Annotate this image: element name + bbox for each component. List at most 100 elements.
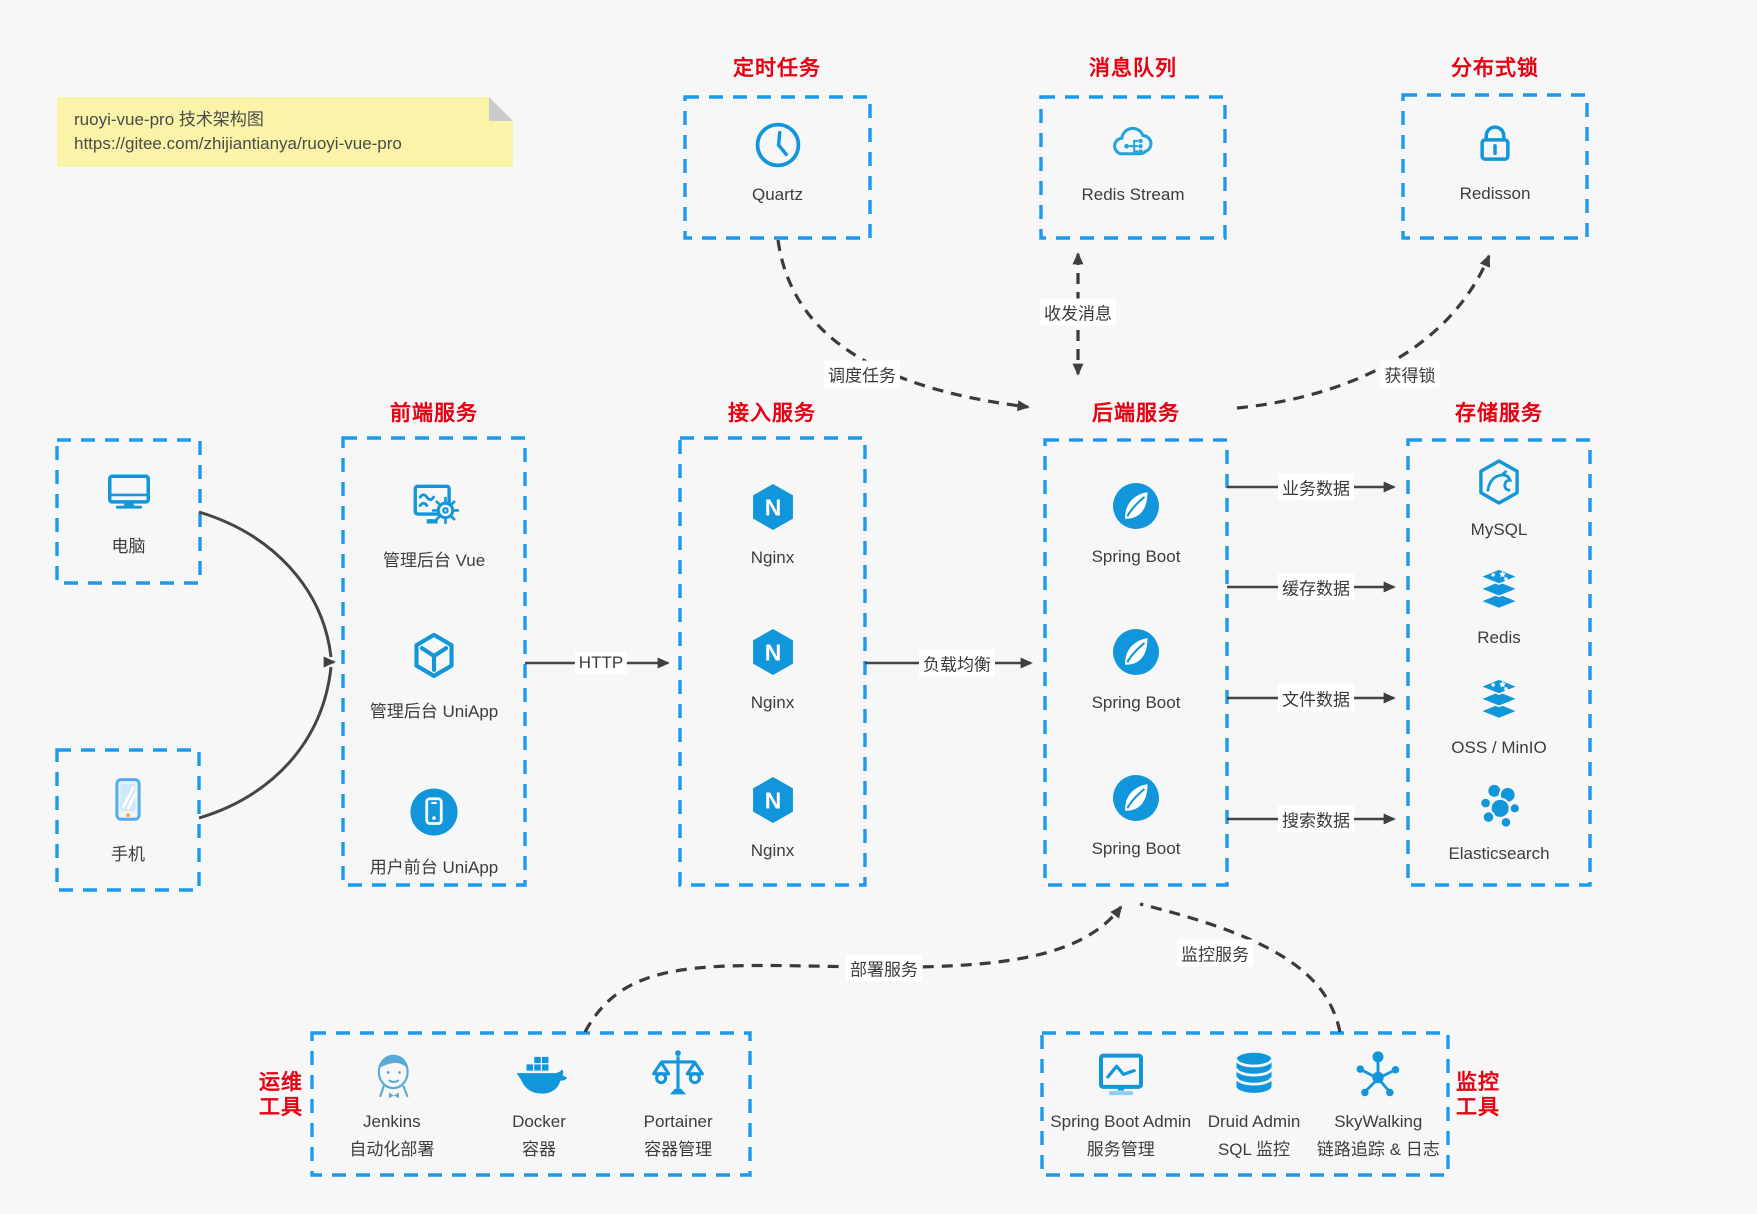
edge-label-monitor-service: 监控服务 [1177,939,1253,967]
node-springboot-3: Spring Boot [1045,769,1227,859]
group-borders [55,93,1592,1177]
node-pc: 电脑 [57,464,200,557]
node-docker: Docker 容器 [509,1045,569,1160]
edge-schedule-task [776,239,1030,412]
box-border-scheduled-task [683,95,872,240]
network-nodes-icon [1348,1045,1408,1105]
cloud-stream-icon [1104,117,1162,173]
node-vue-admin: 管理后台 Vue [343,476,525,571]
node-label: 用户前台 UniApp [369,858,499,877]
docker-whale-icon [509,1045,569,1105]
node-portainer: Portainer 容器管理 [644,1045,713,1160]
node-label: 管理后台 UniApp [369,702,499,721]
group-title-distributed-lock: 分布式锁 [1451,57,1539,80]
tool-desc: 容器 [522,1140,556,1159]
box-gateway: N Nginx N Nginx N Nginx [680,438,865,885]
spring-boot-icon [1107,769,1165,827]
node-uniapp-admin: 管理后台 UniApp [343,627,525,722]
node-uniapp-user: 用户前台 UniApp [343,783,525,878]
group-title-frontend: 前端服务 [390,402,478,425]
tool-desc: 链路追踪 & 日志 [1316,1140,1440,1159]
edge-label-deploy-service: 部署服务 [846,954,922,982]
edge-label-load-balance: 负载均衡 [919,649,995,677]
node-nginx-1: N Nginx [680,478,865,568]
node-label: Redis [1477,628,1521,647]
node-label: Spring Boot [1091,693,1181,712]
mysql-icon [1471,454,1527,510]
group-title-monitor-tools: 监控工具 [1456,1071,1500,1119]
box-client-phone: 手机 [57,750,199,890]
smartphone-icon [100,772,156,828]
node-elasticsearch: Elasticsearch [1408,778,1590,864]
group-title-backend: 后端服务 [1092,402,1180,425]
edge-label-file-data: 文件数据 [1278,684,1354,712]
elasticsearch-icon [1471,778,1527,834]
box-distributed-lock: Redisson [1403,95,1587,238]
edge-label-business-data: 业务数据 [1278,473,1354,501]
box-frontend: 管理后台 Vue 管理后台 UniApp 用户前台 UniApp [343,438,525,885]
group-title-storage: 存储服务 [1455,402,1543,425]
node-label: Nginx [750,841,795,860]
tool-desc: 自动化部署 [349,1140,435,1159]
box-border-distributed-lock [1401,93,1589,240]
box-backend: Spring Boot Spring Boot Spring Boot [1045,440,1227,885]
tool-desc: 服务管理 [1086,1140,1155,1159]
node-label: OSS / MinIO [1451,738,1547,757]
svg-text:N: N [764,787,781,813]
redis-stack-icon [1471,562,1527,618]
node-label: Quartz [751,185,804,204]
group-title-gateway: 接入服务 [728,402,816,425]
note-title: ruoyi-vue-pro 技术架构图 [74,110,264,129]
note-url: https://gitee.com/zhijiantianya/ruoyi-vu… [74,134,402,153]
node-quartz: Quartz [685,117,870,205]
sticky-note: ruoyi-vue-pro 技术架构图 https://gitee.com/zh… [57,97,513,167]
box-storage: MySQL Redis [1408,440,1590,885]
box-border-gateway [678,436,867,887]
edge-label-cache-data: 缓存数据 [1278,573,1354,601]
edge-label-search-data: 搜索数据 [1278,805,1354,833]
node-springboot-2: Spring Boot [1045,623,1227,713]
node-label: 电脑 [111,537,146,556]
tool-name: Portainer [643,1112,713,1131]
edge-pc-to-frontend [198,510,333,658]
node-label: Nginx [750,693,795,712]
tool-name: Docker [512,1112,566,1131]
lock-icon [1467,116,1523,172]
box-monitor-tools: Spring Boot Admin 服务管理 Druid Admin SQL 监… [1042,1033,1448,1175]
box-client-pc: 电脑 [57,440,200,583]
node-label: Elasticsearch [1448,844,1550,863]
svg-text:N: N [764,494,781,520]
group-title-message-queue: 消息队列 [1089,57,1177,80]
box-border-monitor-tools [1040,1031,1450,1177]
jenkins-icon [362,1045,422,1105]
nginx-icon: N [744,623,802,681]
admin-screen-gear-icon [405,476,463,534]
edge-label-send-receive-message: 收发消息 [1040,298,1116,326]
node-spring-boot-admin: Spring Boot Admin 服务管理 [1050,1045,1191,1160]
note-fold-corner [489,97,513,121]
group-title-ops-tools: 运维工具 [259,1071,303,1119]
nginx-icon: N [744,478,802,536]
node-redis: Redis [1408,562,1590,648]
edge-monitor-service [1139,902,1342,1033]
spring-boot-icon [1107,623,1165,681]
node-label: Redisson [1459,184,1531,203]
box-scheduled-task: Quartz [685,97,870,238]
tool-name: SkyWalking [1334,1112,1423,1131]
node-redisson: Redisson [1403,116,1587,204]
mobile-app-circle-icon [405,783,463,841]
node-oss-minio: OSS / MinIO [1408,672,1590,758]
box-border-frontend [341,436,527,887]
node-redis-stream: Redis Stream [1041,117,1225,205]
node-druid-admin: Druid Admin SQL 监控 [1208,1045,1300,1160]
node-nginx-2: N Nginx [680,623,865,713]
node-label: MySQL [1470,520,1528,539]
node-springboot-1: Spring Boot [1045,477,1227,567]
tool-desc: SQL 监控 [1217,1140,1291,1159]
cube-icon [405,627,463,685]
edge-acquire-lock [1236,254,1491,410]
spring-boot-icon [1107,477,1165,535]
monitor-chart-icon [1091,1045,1151,1105]
svg-text:N: N [764,639,781,665]
